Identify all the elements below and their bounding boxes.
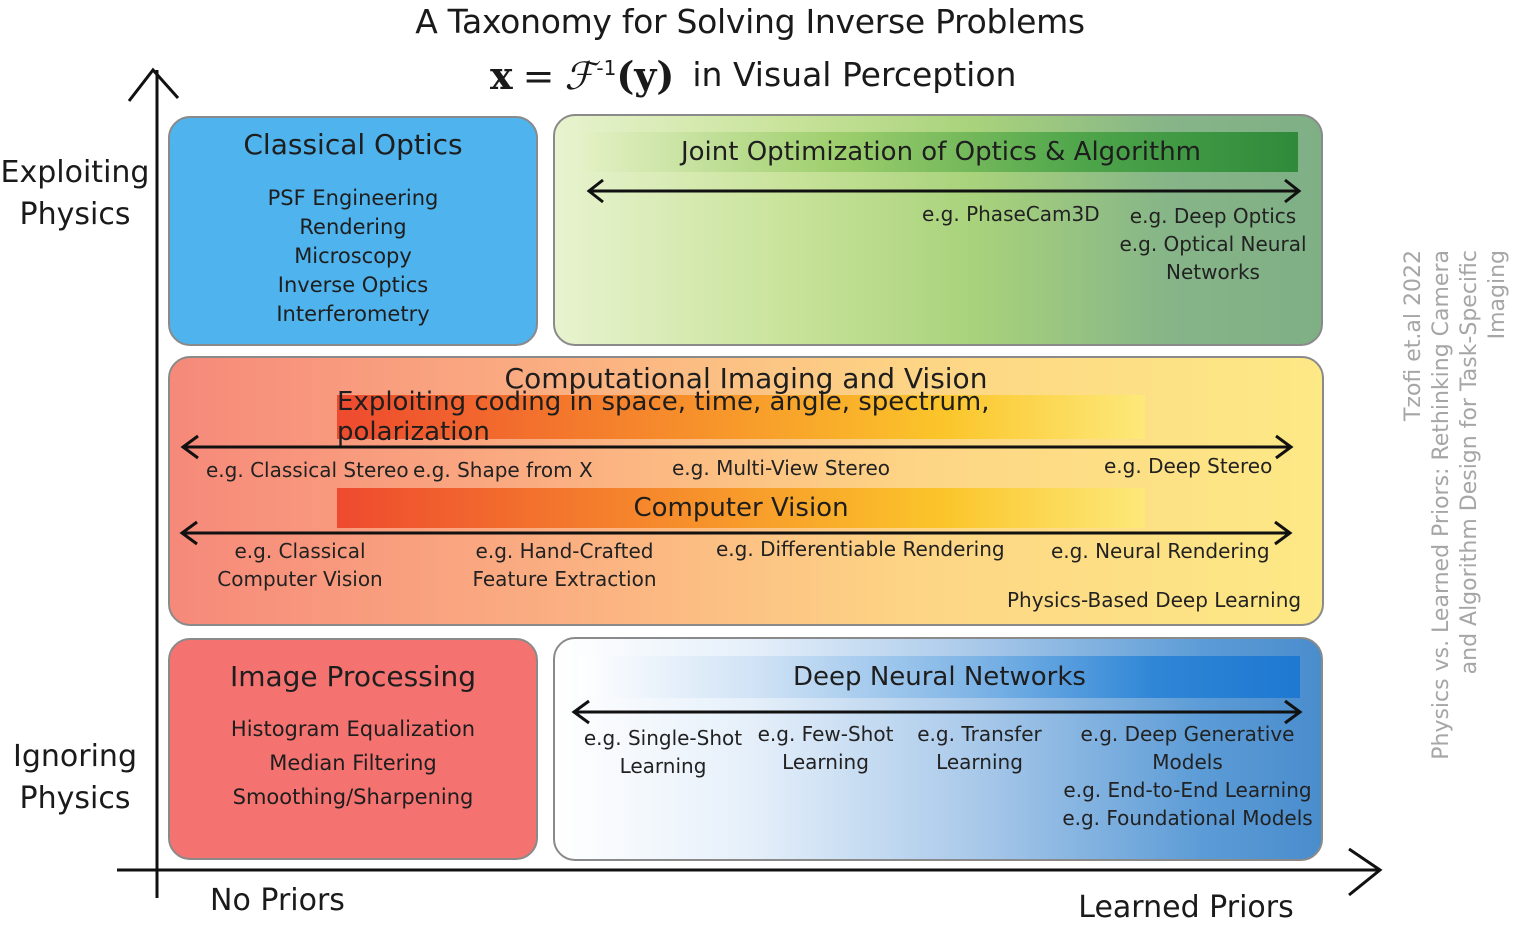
example-line: Feature Extraction	[472, 567, 657, 591]
computational-imaging-heading: Computational Imaging and Vision	[504, 362, 988, 395]
y-top-line-1: Exploiting	[0, 155, 150, 190]
formula-tail: in Visual Perception	[692, 55, 1017, 94]
computer-vision-band: Computer Vision	[337, 488, 1145, 528]
computer-vision-label: Computer Vision	[633, 493, 849, 523]
example-transfer: e.g. Transfer Learning	[912, 720, 1047, 776]
formula-lhs: x	[490, 53, 513, 98]
diagram-title: A Taxonomy for Solving Inverse Problems	[415, 2, 1085, 41]
example-neural-rendering: e.g. Neural Rendering	[1051, 539, 1270, 563]
example-line: e.g. Classical	[234, 539, 366, 563]
classical-optics-box: Classical Optics PSF Engineering Renderi…	[168, 116, 538, 346]
coding-range-arrow	[180, 434, 1294, 460]
x-axis-arrowhead	[1348, 847, 1383, 897]
list-item: Smoothing/Sharpening	[232, 785, 474, 809]
y-axis-top-label: Exploiting Physics	[0, 152, 150, 236]
example-networks: Networks	[1166, 260, 1260, 284]
dnn-range-arrow	[571, 699, 1303, 725]
list-item: Interferometry	[276, 302, 430, 326]
example-line: Learning	[619, 754, 707, 778]
example-hand-crafted: e.g. Hand-Crafted Feature Extraction	[462, 537, 667, 593]
example-classical-stereo: e.g. Classical Stereo	[206, 458, 409, 482]
deep-networks-label: Deep Neural Networks	[793, 662, 1086, 692]
joint-optimization-label: Joint Optimization of Optics & Algorithm	[680, 137, 1201, 167]
joint-optimization-band: Joint Optimization of Optics & Algorithm	[584, 132, 1298, 172]
example-line: e.g. Single-Shot	[583, 726, 743, 750]
image-processing-heading: Image Processing	[229, 660, 477, 693]
x-axis-left-label: No Priors	[210, 883, 345, 918]
example-optical-neural: e.g. Optical Neural	[1119, 232, 1307, 256]
example-deep-generative-group: e.g. Deep Generative Models e.g. End-to-…	[1060, 720, 1315, 832]
example-single-shot: e.g. Single-Shot Learning	[578, 724, 748, 780]
credit-line: Tzofi et.al 2022	[1401, 250, 1426, 422]
formula-superscript: -1	[596, 56, 617, 80]
image-processing-list: Histogram Equalization Median Filtering …	[170, 712, 536, 814]
list-item: Inverse Optics	[277, 273, 429, 297]
example-multi-view-stereo: e.g. Multi-View Stereo	[672, 456, 890, 480]
list-item: Median Filtering	[269, 751, 437, 775]
example-classical-cv: e.g. Classical Computer Vision	[200, 537, 400, 593]
example-line: e.g. Foundational Models	[1062, 806, 1313, 830]
example-line: Learning	[936, 750, 1023, 774]
y-bottom-line-1: Ignoring	[13, 739, 137, 774]
example-line: e.g. Transfer	[917, 722, 1042, 746]
list-item: PSF Engineering	[267, 186, 439, 210]
image-processing-box: Image Processing Histogram Equalization …	[168, 638, 538, 860]
example-line: Learning	[782, 750, 869, 774]
example-deep-optics-group: e.g. Deep Optics e.g. Optical Neural Net…	[1118, 202, 1308, 286]
formula: x = ℱ -1 (y) in Visual Perception	[440, 44, 1140, 98]
list-item: Microscopy	[294, 244, 412, 268]
joint-range-arrow	[586, 178, 1302, 204]
credit-note: Tzofi et.al 2022 Physics vs. Learned Pri…	[1400, 250, 1512, 770]
deep-networks-band: Deep Neural Networks	[579, 656, 1300, 698]
example-differentiable-rendering: e.g. Differentiable Rendering	[716, 537, 1005, 561]
physics-based-deep-learning: Physics-Based Deep Learning	[1007, 588, 1302, 612]
cv-range-arrow	[179, 520, 1293, 546]
y-top-line-2: Physics	[19, 197, 131, 232]
formula-operator: ℱ	[564, 54, 595, 98]
list-item: Rendering	[299, 215, 407, 239]
example-deep-stereo: e.g. Deep Stereo	[1104, 454, 1273, 478]
classical-optics-list: PSF Engineering Rendering Microscopy Inv…	[170, 184, 536, 329]
credit-line: Physics vs. Learned Priors: Rethinking C…	[1429, 250, 1454, 760]
y-bottom-line-2: Physics	[19, 781, 131, 816]
y-axis-bottom-label: Ignoring Physics	[0, 736, 150, 820]
credit-line: and Algorithm Design for Task-Specific I…	[1457, 250, 1510, 675]
formula-equals: =	[522, 54, 555, 98]
example-line: Computer Vision	[217, 567, 383, 591]
formula-argument: (y)	[616, 53, 675, 98]
example-line: Models	[1152, 750, 1223, 774]
example-line: e.g. Hand-Crafted	[475, 539, 654, 563]
example-deep-optics: e.g. Deep Optics	[1129, 204, 1297, 228]
example-shape-from-x: e.g. Shape from X	[413, 458, 593, 482]
list-item: Histogram Equalization	[230, 717, 476, 741]
example-few-shot: e.g. Few-Shot Learning	[753, 720, 898, 776]
example-line: e.g. Deep Generative	[1080, 722, 1295, 746]
example-line: e.g. Few-Shot	[757, 722, 894, 746]
example-line: e.g. End-to-End Learning	[1063, 778, 1312, 802]
classical-optics-heading: Classical Optics	[243, 128, 463, 161]
y-axis-arrowhead	[127, 67, 180, 102]
example-phasecam3d: e.g. PhaseCam3D	[922, 202, 1100, 226]
x-axis-right-label: Learned Priors	[1078, 890, 1294, 925]
